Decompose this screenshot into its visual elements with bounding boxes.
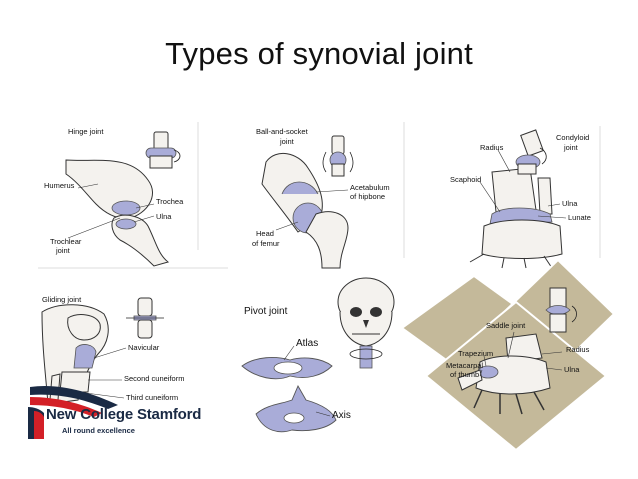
label-of-hipbone: of hipbone	[350, 192, 386, 201]
gliding-illustration	[38, 267, 228, 405]
hinge-joint-heading: Hinge joint	[68, 127, 104, 136]
condyloid-heading: Condyloid	[556, 133, 590, 142]
condyloid-illustration	[469, 126, 601, 269]
label-trochlear: Trochlear	[50, 237, 82, 246]
pivot-illustration	[241, 277, 395, 433]
ball-socket-heading: Ball-and-socket	[256, 127, 308, 136]
ball-socket-heading-2: joint	[280, 137, 294, 146]
gliding-heading: Gliding joint	[42, 295, 82, 304]
logo-name: New College Stamford	[46, 406, 202, 423]
ball-socket-panel: Ball-and-socket joint Acetabulum of hipb…	[236, 122, 406, 269]
slide-title: Types of synovial joint	[165, 36, 473, 71]
logo-tagline: All round excellence	[62, 426, 135, 435]
label-trochea: Trochea	[156, 197, 184, 206]
saddle-heading: Saddle joint	[486, 321, 526, 330]
label-acetabulum: Acetabulum	[350, 183, 390, 192]
label-ulna-hinge: Ulna	[156, 212, 172, 221]
label-humerus: Humerus	[44, 181, 75, 190]
label-third-cuneiform: Third cuneiform	[126, 393, 179, 402]
label-of-femur: of femur	[252, 239, 280, 248]
label-metacarpal: Metacarpal	[446, 361, 484, 370]
label-trochlear-joint: joint	[56, 246, 70, 255]
saddle-panel: Saddle joint Radius Trapezium Metacarpal…	[396, 258, 616, 454]
condyloid-heading-2: joint	[564, 143, 578, 152]
pivot-panel: Pivot joint Atlas Axis	[236, 272, 422, 450]
label-of-thumb: of thumb	[450, 370, 480, 379]
gliding-panel: Gliding joint Navicular Second cuneiform…	[38, 267, 228, 416]
hinge-joint-illustration	[65, 122, 199, 267]
label-navicular: Navicular	[128, 343, 160, 352]
label-radius-condyloid: Radius	[480, 143, 504, 152]
college-logo	[28, 381, 208, 443]
ball-socket-illustration	[261, 122, 405, 269]
label-radius-saddle: Radius	[566, 345, 590, 354]
label-ulna-condyloid: Ulna	[562, 199, 578, 208]
label-lunate: Lunate	[568, 213, 591, 222]
condyloid-panel: Condyloid joint Radius Scaphoid Ulna Lun…	[444, 122, 604, 269]
label-ulna-saddle: Ulna	[564, 365, 580, 374]
saddle-illustration	[400, 258, 616, 452]
pivot-heading: Pivot joint	[244, 306, 288, 317]
hinge-joint-panel: Hinge joint Humerus Trochea Ulna Trochle…	[38, 122, 200, 268]
label-atlas: Atlas	[296, 338, 319, 349]
logo-swoosh-icon	[28, 385, 118, 439]
label-second-cuneiform: Second cuneiform	[124, 374, 185, 383]
label-trapezium: Trapezium	[458, 349, 494, 358]
label-scaphoid: Scaphoid	[450, 175, 482, 184]
label-axis: Axis	[332, 410, 351, 421]
label-head: Head	[256, 229, 274, 238]
